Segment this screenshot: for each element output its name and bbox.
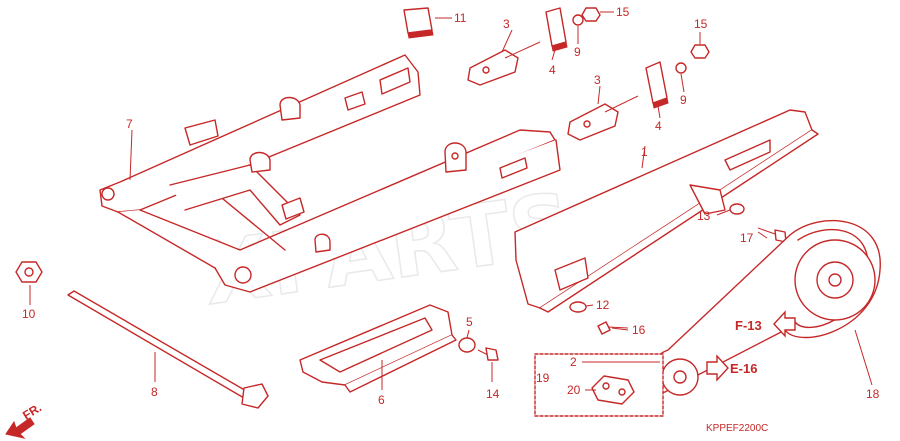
chain-slider[interactable] [299, 304, 457, 393]
bolt-17[interactable] [757, 227, 787, 243]
nut-9-upper[interactable] [572, 14, 584, 26]
callout-3-lower: 3 [594, 73, 601, 87]
ref-e16-link[interactable]: E-16 [706, 354, 757, 382]
ref-f13-link[interactable]: F-13 [735, 310, 796, 338]
ref-f13-label: F-13 [735, 318, 762, 333]
callout-9-upper: 9 [574, 45, 581, 59]
pivot-nut[interactable] [15, 261, 43, 283]
ref-e16-label: E-16 [730, 361, 757, 376]
callout-15-upper: 15 [616, 5, 630, 19]
bolt-14[interactable] [477, 347, 499, 361]
master-link-kit[interactable] [534, 353, 664, 417]
nut-9-lower[interactable] [675, 62, 687, 74]
callout-19: 19 [536, 371, 550, 385]
chain-case[interactable] [514, 109, 819, 313]
bolt-16[interactable] [597, 321, 629, 335]
washer-5[interactable] [458, 337, 476, 353]
left-arrow-icon [773, 310, 796, 338]
diagram-code: KPPEF2200C [706, 423, 768, 434]
front-direction-indicator: FR. [5, 400, 44, 439]
adjuster-plate-lower[interactable] [567, 95, 639, 141]
callout-5: 5 [466, 315, 473, 329]
callout-3-upper: 3 [503, 17, 510, 31]
chain-slider-block-lower[interactable] [645, 61, 669, 109]
callout-18: 18 [866, 387, 880, 401]
callout-16: 16 [632, 323, 646, 337]
callout-20: 20 [567, 383, 581, 397]
nut-15-lower[interactable] [690, 44, 710, 59]
callout-4-lower: 4 [655, 119, 662, 133]
chain-slider-block-upper[interactable] [545, 7, 568, 52]
callout-6: 6 [378, 393, 385, 407]
callout-9-lower: 9 [680, 93, 687, 107]
callout-7: 7 [126, 117, 133, 131]
nut-15-upper[interactable] [581, 7, 601, 22]
callout-17: 17 [740, 231, 754, 245]
callout-12: 12 [596, 298, 610, 312]
front-label: FR. [20, 400, 44, 422]
callout-2: 2 [570, 355, 577, 369]
adjuster-plate-upper[interactable] [467, 41, 541, 86]
bushing-11[interactable] [403, 7, 434, 39]
driven-sprocket[interactable] [794, 239, 876, 321]
callout-11: 11 [454, 11, 467, 25]
callout-10: 10 [22, 307, 36, 321]
swing-arm[interactable] [99, 54, 561, 293]
right-arrow-icon [706, 354, 729, 382]
drive-sprocket[interactable] [661, 358, 699, 396]
callout-4-upper: 4 [549, 63, 556, 77]
callout-13: 13 [697, 209, 711, 223]
collar-13[interactable] [729, 203, 745, 215]
collar-12[interactable] [569, 301, 587, 313]
callout-1: 1 [641, 145, 648, 159]
front-arrow-icon [5, 417, 35, 439]
callout-8: 8 [151, 385, 158, 399]
pivot-shaft[interactable] [67, 290, 269, 409]
callout-15-lower: 15 [694, 17, 708, 31]
callout-14: 14 [486, 387, 500, 401]
